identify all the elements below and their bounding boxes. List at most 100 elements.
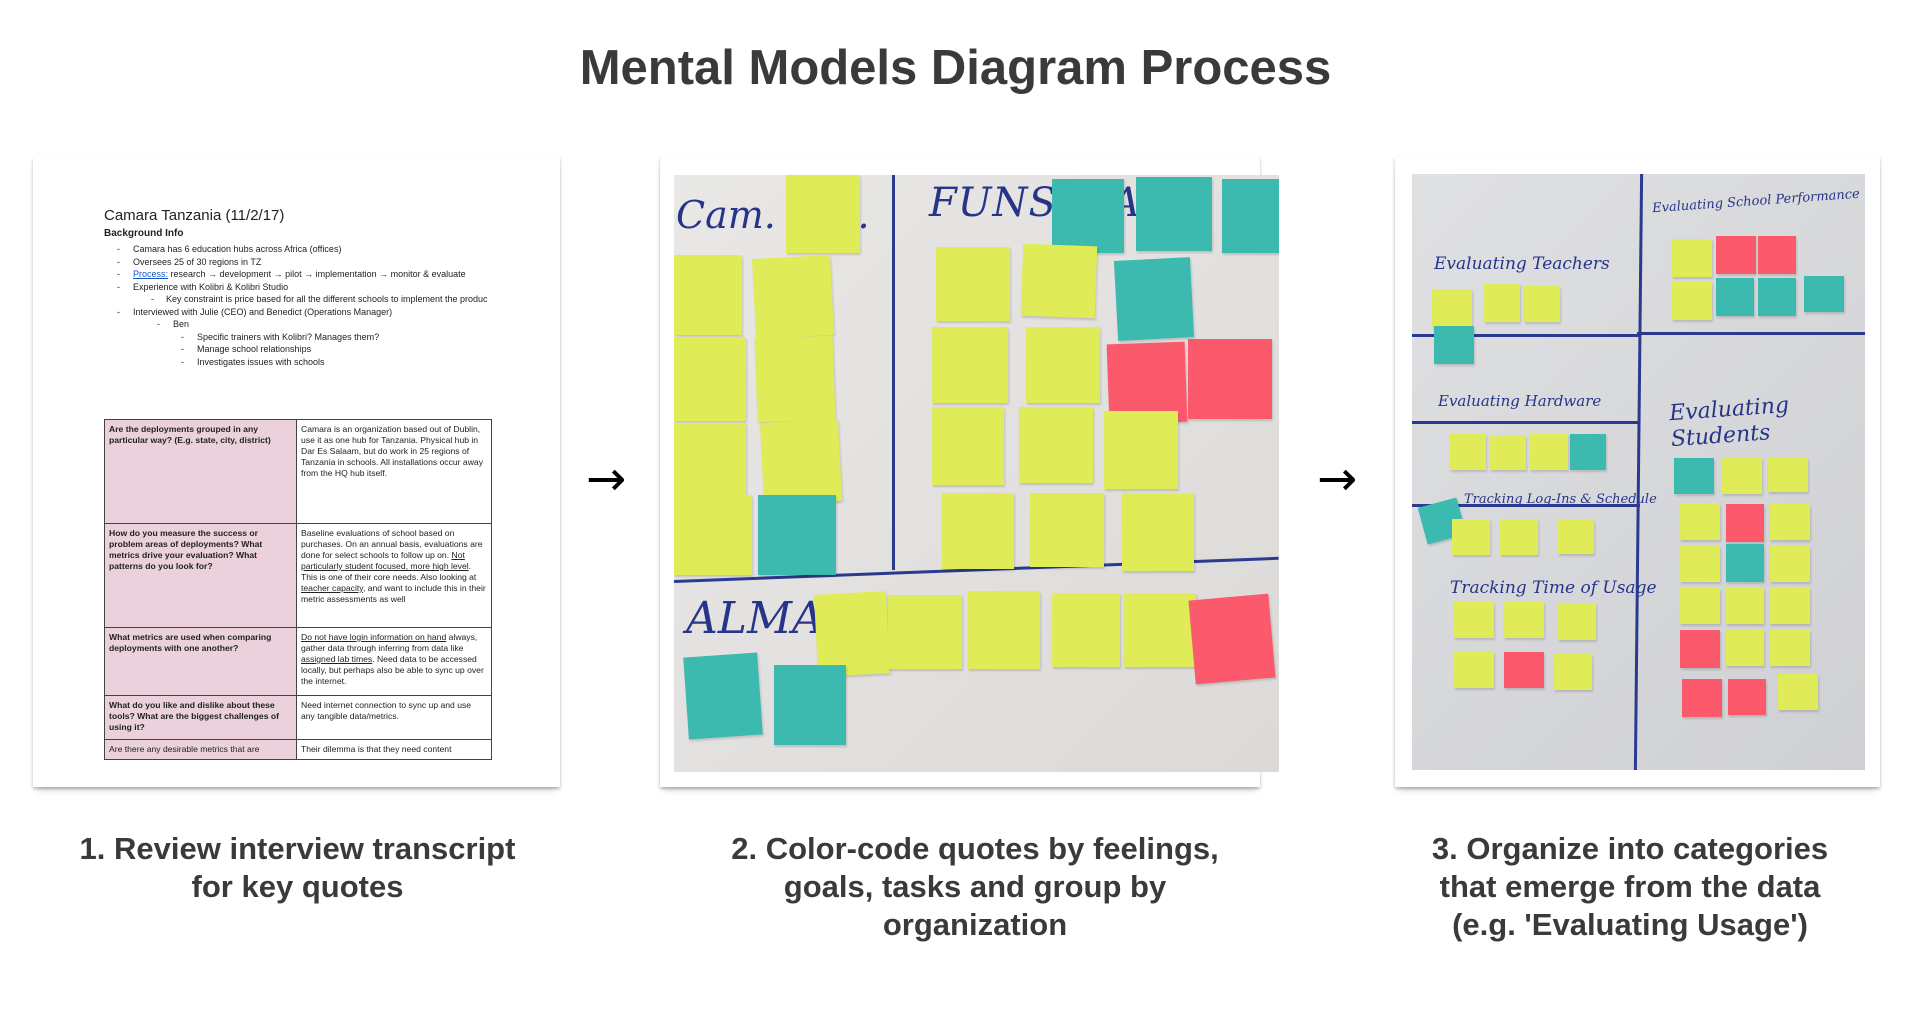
answer-cell: Do not have login information on hand al… [296,627,492,696]
bullet: Experience with Kolibri & Kolibri Studio [111,281,511,294]
table-row: How do you measure the success or proble… [104,523,492,628]
sticky-note [1052,179,1124,253]
sticky-note [813,591,891,677]
sticky-note [1680,588,1720,624]
sticky-note [942,493,1014,569]
org-wall-card: Cam. Tan. FUNSEPA ALMA [660,157,1279,787]
sticky-note [1434,326,1474,364]
bullet: Ben [111,318,511,331]
sticky-wall-photo: Cam. Tan. FUNSEPA ALMA [674,175,1279,772]
sticky-note [751,255,835,339]
sticky-note [1716,236,1756,274]
sticky-note [1136,177,1212,251]
sticky-note [674,495,752,575]
sticky-note [1726,544,1764,582]
question-cell: What metrics are used when comparing dep… [104,627,297,696]
divider-line [1412,421,1640,424]
sticky-note [1680,504,1720,540]
sticky-note [1672,282,1712,320]
interview-table: Are the deployments grouped in any parti… [104,419,492,760]
bullet: Investigates issues with schools [111,356,511,369]
sticky-note [1554,654,1592,690]
sticky-note [1504,652,1544,688]
sticky-note [1052,593,1120,667]
sticky-note [1524,286,1560,322]
bullet: Process: research → development → pilot … [111,268,511,281]
sticky-note [1770,588,1810,624]
answer-cell: Baseline evaluations of school based on … [296,523,492,628]
bullet: Interviewed with Julie (CEO) and Benedic… [111,306,511,319]
process-link[interactable]: Process: [133,269,169,279]
question-cell: How do you measure the success or proble… [104,523,297,628]
table-row: Are there any desirable metrics that are… [104,739,492,760]
sticky-note [936,247,1010,321]
sticky-note [1450,434,1486,470]
transcript-card: Camara Tanzania (11/2/17) Background Inf… [33,157,560,787]
category-label: Evaluating Students [1668,392,1790,453]
sticky-note [1454,602,1494,638]
sticky-note [1758,278,1796,316]
divider-line [1412,504,1640,507]
document-subtitle: Background Info [104,228,184,239]
sticky-note [1804,276,1844,312]
sticky-note [1726,588,1764,624]
sticky-note [1452,519,1490,555]
divider-line [1633,174,1644,770]
sticky-note [1726,630,1764,666]
sticky-note [968,591,1040,669]
category-label: Tracking Time of Usage [1450,578,1657,598]
divider-line [1637,332,1865,335]
sticky-note [1104,411,1178,489]
bullet: Manage school relationships [111,343,511,356]
document-title: Camara Tanzania (11/2/17) [104,207,285,224]
sticky-note [674,423,746,505]
sticky-note [1680,546,1720,582]
sticky-note [888,595,962,669]
sticky-note [1672,239,1712,277]
category-label: Evaluating Hardware [1438,392,1602,410]
sticky-note [1030,493,1104,567]
table-row: Are the deployments grouped in any parti… [104,419,492,524]
sticky-note [1770,504,1810,540]
divider-line [892,175,895,570]
sticky-note [1726,504,1764,542]
question-cell: Are there any desirable metrics that are [104,739,297,760]
sticky-note [754,335,836,423]
sticky-note [786,175,860,253]
sticky-note [1716,278,1754,316]
step-caption: 2. Color-code quotes by feelings, goals,… [731,831,1219,942]
divider-line [1412,334,1640,337]
sticky-note [1454,652,1494,688]
bullet: Key constraint is price based for all th… [111,293,511,306]
sticky-note [1530,434,1568,470]
sticky-note [758,495,836,575]
sticky-note [1770,546,1810,582]
answer-cell: Their dilemma is that they need content [296,739,492,760]
arrow-icon: → [586,451,627,507]
sticky-note [1558,520,1594,554]
sticky-note [1674,458,1714,494]
sticky-note [932,327,1008,403]
sticky-note [1680,630,1720,668]
sticky-note [1113,257,1195,341]
sticky-note [1490,436,1526,470]
sticky-note [1122,493,1194,571]
answer-cell: Camara is an organization based out of D… [296,419,492,524]
sticky-note [1558,604,1596,640]
sticky-note [1768,458,1808,492]
sticky-note [932,407,1004,485]
bullet: Specific trainers with Kolibri? Manages … [111,331,511,344]
sticky-note [1188,339,1272,419]
sticky-note [1770,630,1810,666]
sticky-note [1484,284,1520,322]
step-caption: 3. Organize into categories that emerge … [1431,831,1829,942]
answer-cell: Need internet connection to sync up and … [296,695,492,740]
question-cell: Are the deployments grouped in any parti… [104,419,297,524]
table-row: What metrics are used when comparing dep… [104,627,492,696]
sticky-wall-photo: Evaluating Teachers Evaluating School Pe… [1412,174,1865,770]
sticky-note [1500,519,1538,555]
sticky-note [1020,243,1098,319]
sticky-note [1026,327,1100,403]
sticky-note [1504,602,1544,638]
step-caption: 1. Review interview transcript for key q… [79,831,516,904]
